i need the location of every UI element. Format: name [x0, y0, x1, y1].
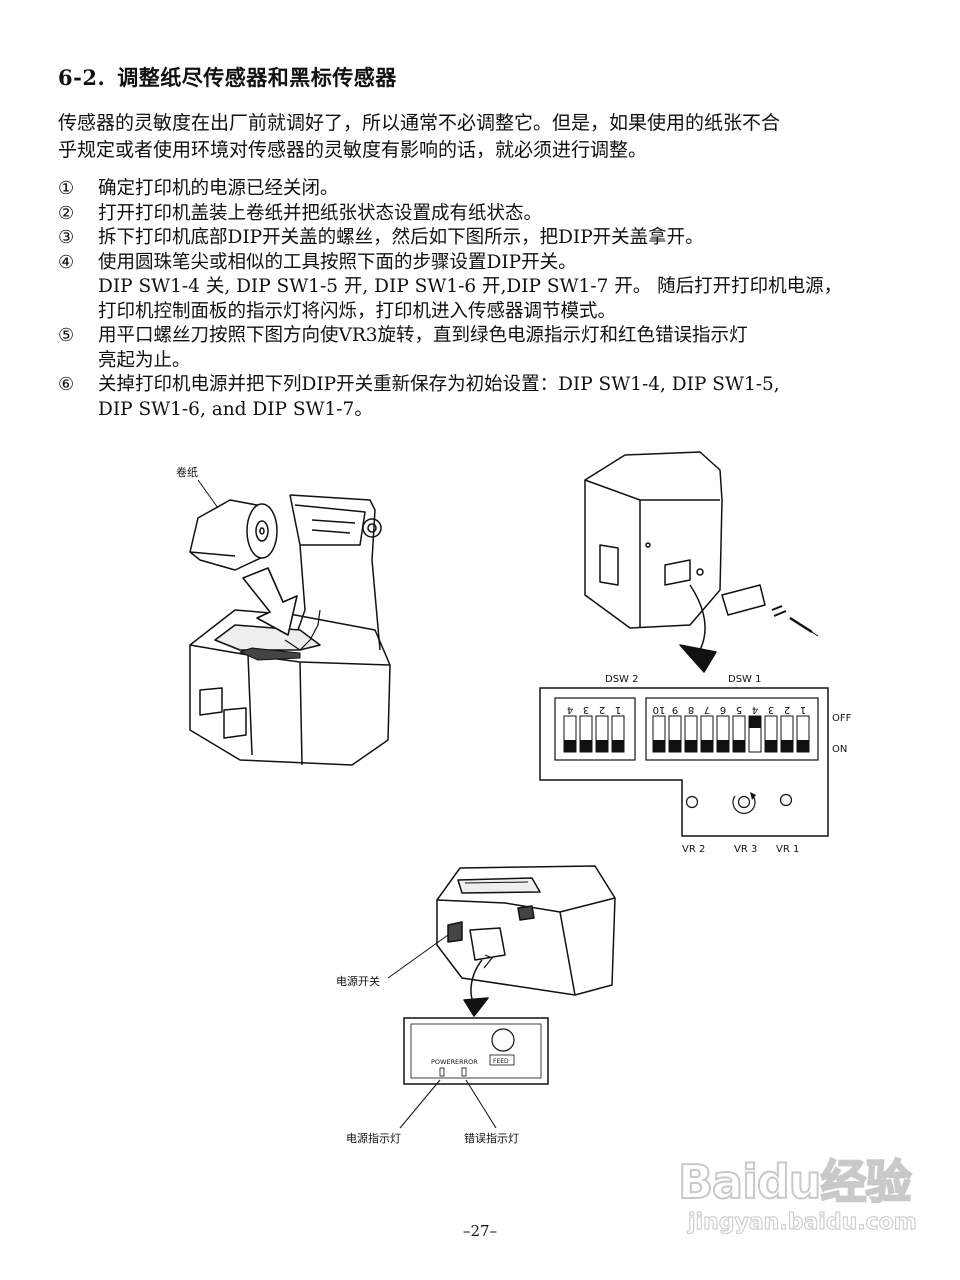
- dsw2-switch-knob-4: [564, 740, 576, 752]
- dsw1-switch-number: 4: [752, 704, 758, 715]
- step-text: DIP SW1-6, and DIP SW1-7。: [98, 398, 373, 420]
- dsw1-switch-knob-5: [733, 740, 745, 752]
- dsw1-switch-knob-4: [749, 716, 761, 728]
- step-marker: ④: [58, 251, 75, 273]
- dsw1-switch-knob-10: [653, 740, 665, 752]
- step-4: ④ 使用圆珠笔尖或相似的工具按照下面的步骤设置DIP开关。 DIP SW1-4 …: [58, 251, 908, 325]
- step-list: ① 确定打印机的电源已经关闭。 ② 打开打印机盖装上卷纸并把纸张状态设置成有纸状…: [58, 177, 908, 422]
- step-text: 拆下打印机底部DIP开关盖的螺丝，然后如下图所示，把DIP开关盖拿开。: [98, 227, 704, 248]
- indicator-panel: [403, 1017, 549, 1085]
- step-marker: ②: [58, 202, 75, 224]
- watermark-brand: Baidu经验: [677, 1154, 913, 1210]
- rotate-arrow-icon: [732, 795, 756, 814]
- dsw1-switch-number: 10: [653, 704, 666, 715]
- dsw2-switch-knob-2: [596, 740, 608, 752]
- dsw1-switch-number: 3: [768, 704, 774, 715]
- step-2: ② 打开打印机盖装上卷纸并把纸张状态设置成有纸状态。: [58, 202, 908, 227]
- label-dsw2: DSW 2: [605, 674, 638, 685]
- step-3: ③ 拆下打印机底部DIP开关盖的螺丝，然后如下图所示，把DIP开关盖拿开。: [58, 226, 908, 251]
- step-marker: ⑤: [58, 325, 75, 346]
- label-off: OFF: [832, 713, 852, 724]
- label-roll-paper: 卷纸: [176, 465, 198, 479]
- dsw2-switch-number: 4: [567, 704, 573, 715]
- step-text: 用平口螺丝刀按照下图方向使VR3旋转，直到绿色电源指示灯和红色错误指示灯: [98, 325, 748, 346]
- vr2-knob: [685, 795, 699, 809]
- step-text: 使用圆珠笔尖或相似的工具按照下面的步骤设置DIP开关。: [98, 251, 577, 273]
- dsw1-switch-number: 1: [800, 704, 806, 715]
- step-text: 亮起为止。: [98, 349, 191, 371]
- label-vr1: VR 1: [776, 844, 799, 855]
- dsw2-switch-knob-3: [580, 740, 592, 752]
- dsw1-switch-knob-8: [685, 740, 697, 752]
- feed-button-icon: [491, 1028, 515, 1052]
- watermark-url: jingyan.baidu.com: [687, 1209, 917, 1235]
- dsw2-switch-number: 1: [615, 704, 621, 715]
- label-dsw1: DSW 1: [728, 674, 761, 685]
- panel-feed-label: FEED: [493, 1058, 509, 1065]
- dsw1-switch-knob-7: [701, 740, 713, 752]
- baidu-watermark: Baidu经验 jingyan.baidu.com: [660, 1140, 950, 1250]
- printer-front-illustration: [436, 865, 616, 1017]
- printer-back-illustration: [584, 451, 819, 673]
- label-vr2: VR 2: [682, 844, 705, 855]
- panel-error-label: ERROR: [455, 1058, 478, 1066]
- power-led-icon: [439, 1067, 445, 1077]
- step-5: ⑤ 用平口螺丝刀按照下图方向使VR3旋转，直到绿色电源指示灯和红色错误指示灯 亮…: [58, 324, 908, 373]
- step-marker: ⑥: [58, 374, 75, 395]
- label-power-indicator: 电源指示灯: [346, 1131, 401, 1145]
- dsw2-switch-number: 3: [583, 704, 589, 715]
- dsw1-switch-knob-2: [781, 740, 793, 752]
- step-text: DIP SW1-4 关, DIP SW1-5 开, DIP SW1-6 开,DI…: [98, 276, 843, 297]
- step-text: 打印机控制面板的指示灯将闪烁，打印机进入传感器调节模式。: [98, 300, 617, 322]
- dsw2-switch-knob-1: [612, 740, 624, 752]
- vr3-knob: [737, 795, 751, 809]
- error-led-icon: [461, 1067, 467, 1077]
- panel-power-label: POWER: [431, 1058, 456, 1066]
- page-number: –27–: [462, 1222, 498, 1240]
- dsw2-switch-number: 2: [599, 704, 605, 715]
- dsw1-switch-number: 2: [784, 704, 790, 715]
- dsw1-switch-number: 9: [672, 704, 678, 715]
- step-text: 打开打印机盖装上卷纸并把纸张状态设置成有纸状态。: [98, 202, 543, 224]
- dsw1-switch-number: 8: [688, 704, 694, 715]
- section-number: 6-2.: [58, 65, 106, 90]
- intro-paragraph: 传感器的灵敏度在出厂前就调好了，所以通常不必调整它。但是，如果使用的纸张不合 乎…: [58, 110, 908, 164]
- intro-line: 传感器的灵敏度在出厂前就调好了，所以通常不必调整它。但是，如果使用的纸张不合: [58, 112, 781, 134]
- dsw1-switch-number: 5: [736, 704, 742, 715]
- dsw1-switch-knob-9: [669, 740, 681, 752]
- step-6: ⑥ 关掉打印机电源并把下列DIP开关重新保存为初始设置：DIP SW1-4, D…: [58, 373, 908, 422]
- intro-line: 乎规定或者使用环境对传感器的灵敏度有影响的话，就必须进行调整。: [58, 139, 648, 161]
- dsw1-switch-number: 6: [720, 704, 726, 715]
- step-marker: ①: [58, 178, 75, 199]
- label-error-indicator: 错误指示灯: [464, 1131, 519, 1145]
- dsw1-switch-number: 7: [704, 704, 710, 715]
- label-on: ON: [832, 744, 847, 755]
- step-1: ① 确定打印机的电源已经关闭。: [58, 177, 908, 202]
- dsw1-switch-knob-1: [797, 740, 809, 752]
- dsw1-switch-knob-3: [765, 740, 777, 752]
- dsw1-switch-knob-6: [717, 740, 729, 752]
- open-printer-illustration: [189, 494, 391, 766]
- section-heading: 6-2. 调整纸尽传感器和黑标传感器: [58, 62, 397, 92]
- step-text: 确定打印机的电源已经关闭。: [98, 178, 339, 199]
- label-vr3: VR 3: [734, 844, 757, 855]
- step-marker: ③: [58, 227, 75, 248]
- label-power-switch: 电源开关: [336, 974, 380, 988]
- step-text: 关掉打印机电源并把下列DIP开关重新保存为初始设置：DIP SW1-4, DIP…: [98, 374, 780, 395]
- section-title: 调整纸尽传感器和黑标传感器: [117, 65, 397, 90]
- vr1-knob: [779, 793, 793, 807]
